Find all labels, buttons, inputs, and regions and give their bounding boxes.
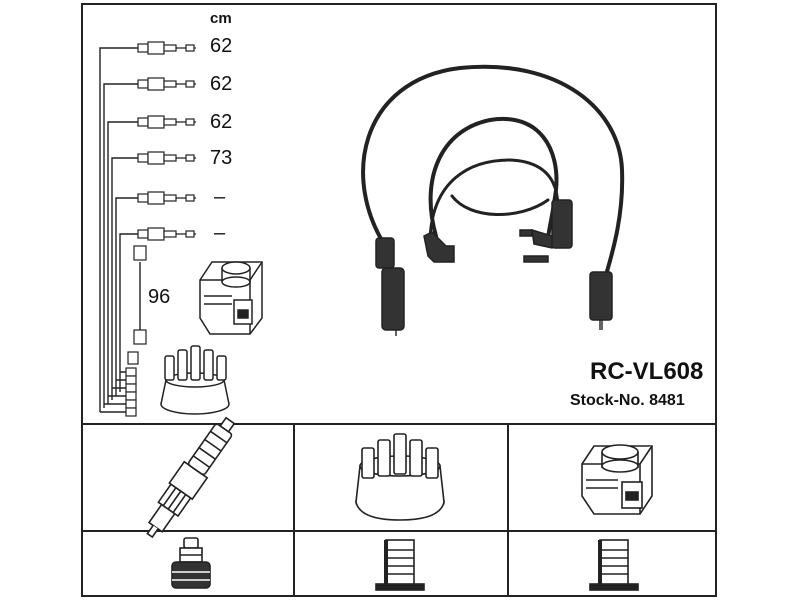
cable-length-1: 62: [210, 35, 233, 57]
cable-line-2: [103, 83, 138, 408]
distributor-cap-icon: [355, 433, 445, 521]
coil-lead-bottom-connector: [133, 329, 147, 345]
connector-row-6: [137, 227, 196, 241]
cable-line-6: [119, 233, 138, 392]
cable-line-3: [107, 121, 138, 404]
spark-plug-terminal-icon: [171, 537, 211, 589]
cable-line-1: [99, 47, 138, 412]
distributor-cap-small-icon: [160, 345, 230, 415]
spark-plug-icon: [146, 416, 236, 539]
coil-lead-length: 96: [148, 286, 171, 308]
length-unit-label: cm: [210, 10, 232, 27]
connector-row-2: [137, 77, 196, 91]
connector-row-4: [137, 151, 196, 165]
cable-line-5: [115, 197, 138, 396]
coil-lead-top-connector: [133, 245, 147, 261]
cable-line-4: [111, 157, 138, 400]
cable-length-6: –: [214, 222, 226, 244]
stock-number: Stock-No. 8481: [570, 392, 685, 409]
diagram-frame: [81, 3, 717, 597]
ignition-coil-small-icon: [199, 261, 263, 335]
product-reference: RC-VL608: [590, 358, 704, 385]
connector-row-5: [137, 191, 196, 205]
spark-plug-boot-left: [375, 237, 395, 269]
distributor-terminal-icon: [375, 539, 425, 591]
cable-length-4: 73: [210, 147, 233, 169]
ignition-coil-icon: [581, 444, 653, 515]
spark-plug-boot-left-body: [381, 267, 405, 331]
cable-length-2: 62: [210, 73, 233, 95]
connector-row-1: [137, 41, 196, 55]
coil-boot: [589, 271, 613, 321]
distributor-boot: [551, 199, 573, 249]
coil-terminal-icon: [589, 539, 639, 591]
cable-length-5: –: [214, 186, 226, 208]
angled-boot: [423, 231, 455, 263]
cable-set-illustration: [361, 64, 625, 284]
cable-length-3: 62: [210, 111, 233, 133]
connector-row-3: [137, 115, 196, 129]
